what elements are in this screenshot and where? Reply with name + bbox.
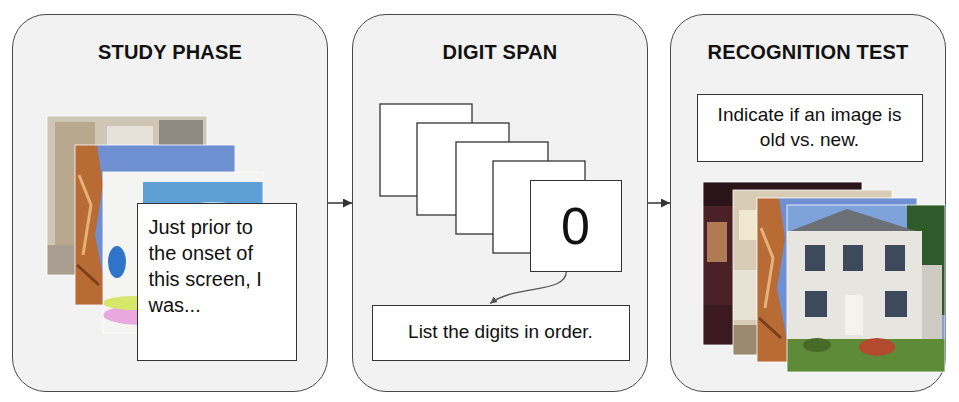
prompt-box: Just prior to the onset of this screen, … [137, 203, 297, 361]
flow-arrow [328, 202, 352, 204]
digit-card: 0 [530, 180, 622, 272]
digit: 0 [561, 200, 590, 252]
phase-heading: STUDY PHASE [13, 41, 327, 64]
box-text: Indicate if an image is old vs. new. [704, 103, 916, 152]
flow-arrow [648, 202, 670, 204]
box-text: List the digits in order. [408, 320, 593, 345]
phase-heading: RECOGNITION TEST [671, 41, 945, 64]
phase-panel: DIGIT SPAN 0List the digits in order. [352, 14, 648, 392]
photo-thumbnail [785, 205, 945, 372]
instruction-box: Indicate if an image is old vs. new. [697, 94, 923, 162]
phase-panel: STUDY PHASE Just prior to the onset of th… [12, 14, 328, 392]
flow-arrow [490, 272, 566, 304]
box-text: Just prior to the onset of this screen, … [149, 214, 286, 318]
phase-heading: DIGIT SPAN [353, 41, 647, 64]
phase-panel: RECOGNITION TEST Indicate if an image is … [670, 14, 946, 392]
instruction-box: List the digits in order. [372, 305, 630, 361]
